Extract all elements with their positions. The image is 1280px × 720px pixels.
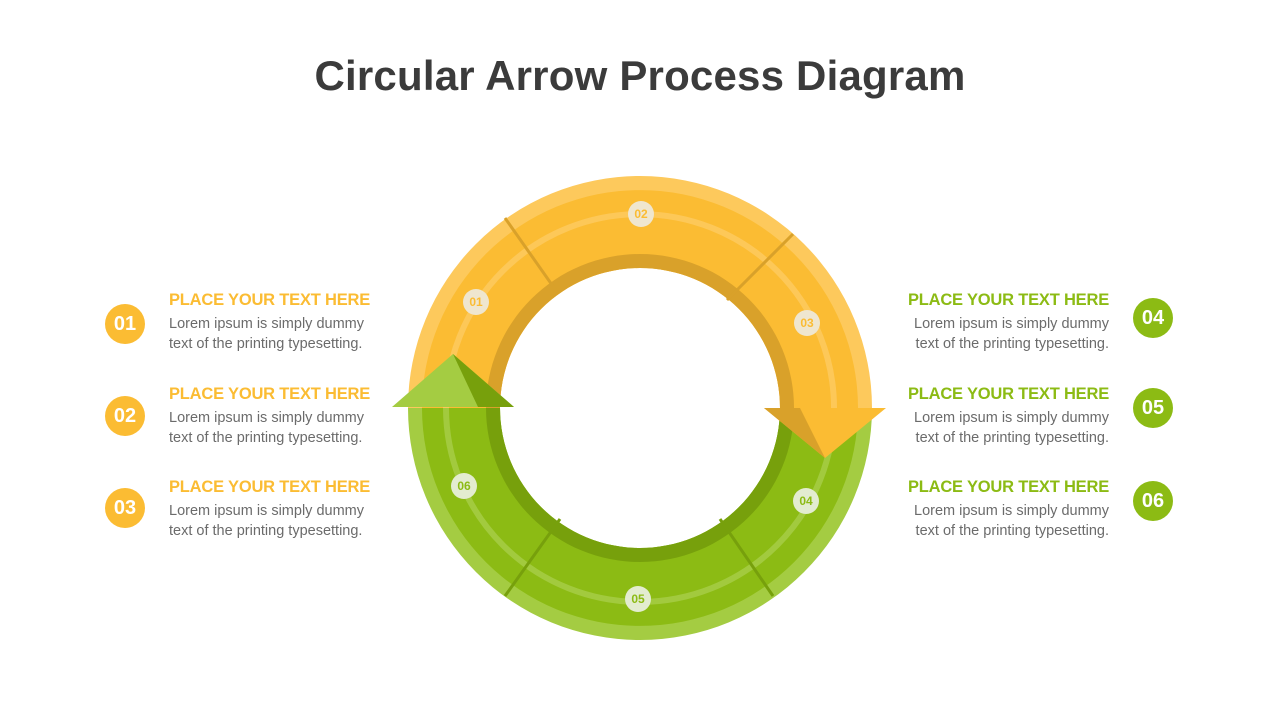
- page-title: Circular Arrow Process Diagram: [314, 52, 966, 99]
- step-badge-01: 01: [105, 304, 145, 344]
- yellow-arrowhead-shade: [764, 408, 825, 458]
- step-badge-03: 03: [105, 488, 145, 528]
- step-text-04: PLACE YOUR TEXT HERE Lorem ipsum is simp…: [849, 291, 1109, 354]
- step-heading: PLACE YOUR TEXT HERE: [907, 478, 1109, 496]
- svg-text:02: 02: [634, 207, 648, 221]
- step-description: Lorem ipsum is simply dummy text of the …: [914, 316, 1109, 352]
- step-text-06: PLACE YOUR TEXT HERE Lorem ipsum is simp…: [849, 478, 1109, 541]
- step-text-02: PLACE YOUR TEXT HERE Lorem ipsum is simp…: [169, 385, 429, 448]
- step-description: Lorem ipsum is simply dummy text of the …: [914, 410, 1109, 446]
- step-description: Lorem ipsum is simply dummy text of the …: [169, 316, 364, 352]
- svg-text:01: 01: [469, 295, 483, 309]
- ring-marker-02: 02: [628, 201, 654, 227]
- step-text-03: PLACE YOUR TEXT HERE Lorem ipsum is simp…: [169, 478, 429, 541]
- ring-marker-06: 06: [451, 473, 477, 499]
- ring-marker-03: 03: [794, 310, 820, 336]
- step-text-05: PLACE YOUR TEXT HERE Lorem ipsum is simp…: [849, 385, 1109, 448]
- segment-dividers: [503, 217, 795, 597]
- green-arrowhead-shade: [453, 354, 514, 407]
- step-heading: PLACE YOUR TEXT HERE: [907, 291, 1109, 309]
- step-badge-04: 04: [1133, 298, 1173, 338]
- step-heading: PLACE YOUR TEXT HERE: [169, 478, 371, 496]
- step-badge-05: 05: [1133, 388, 1173, 428]
- step-description: Lorem ipsum is simply dummy text of the …: [169, 410, 364, 446]
- step-description: Lorem ipsum is simply dummy text of the …: [914, 503, 1109, 539]
- step-heading: PLACE YOUR TEXT HERE: [169, 291, 371, 309]
- step-badge-06: 06: [1133, 481, 1173, 521]
- step-heading: PLACE YOUR TEXT HERE: [169, 385, 371, 403]
- svg-text:04: 04: [799, 494, 813, 508]
- ring-marker-05: 05: [625, 586, 651, 612]
- step-badge-02: 02: [105, 396, 145, 436]
- step-text-01: PLACE YOUR TEXT HERE Lorem ipsum is simp…: [169, 291, 429, 354]
- svg-text:03: 03: [800, 316, 814, 330]
- svg-text:05: 05: [631, 592, 645, 606]
- ring-marker-04: 04: [793, 488, 819, 514]
- step-description: Lorem ipsum is simply dummy text of the …: [169, 503, 364, 539]
- ring-marker-01: 01: [463, 289, 489, 315]
- svg-text:06: 06: [457, 479, 471, 493]
- step-heading: PLACE YOUR TEXT HERE: [907, 385, 1109, 403]
